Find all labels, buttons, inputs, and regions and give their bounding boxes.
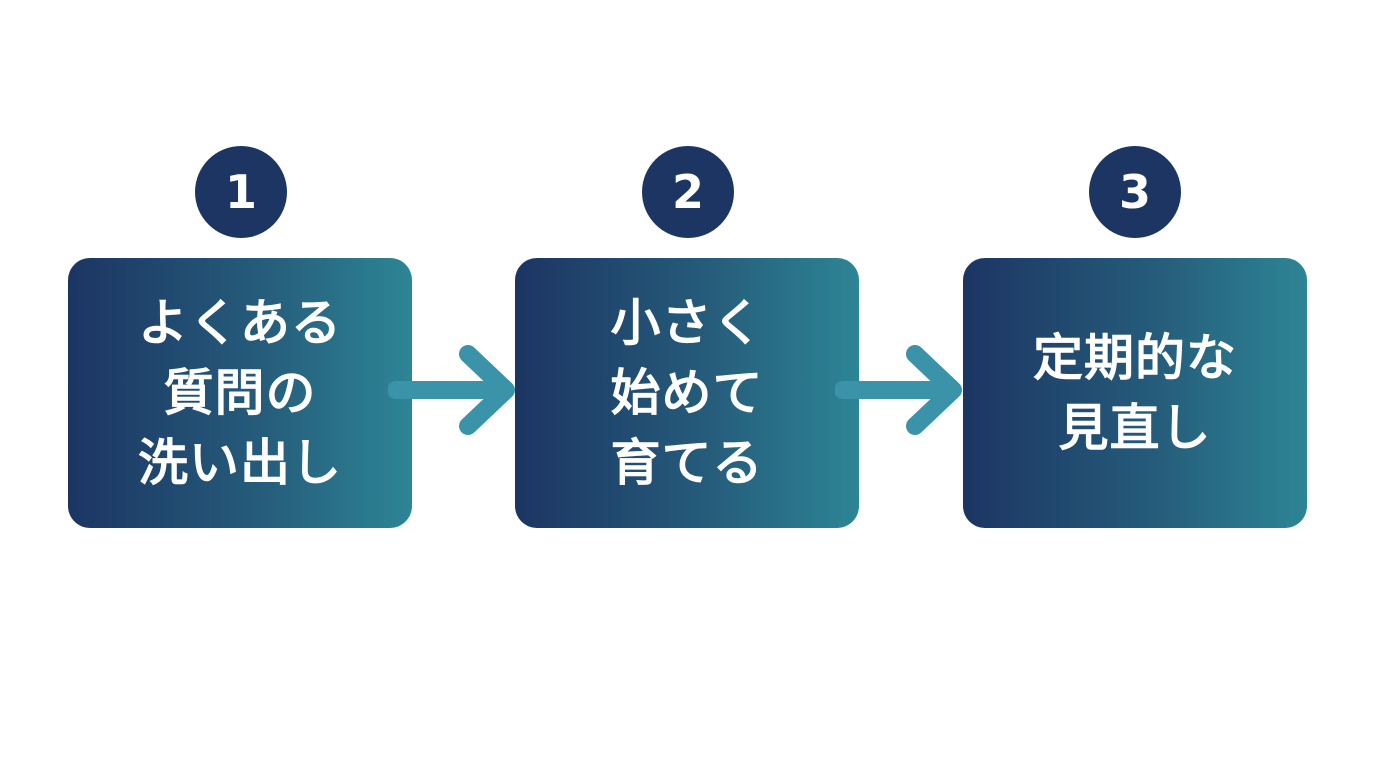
step-1-number-badge: 1 xyxy=(195,146,287,238)
step-1-label: よくある 質問の 洗い出し xyxy=(138,294,342,492)
step-1-box: よくある 質問の 洗い出し xyxy=(68,258,412,528)
arrow-right-icon xyxy=(388,345,515,435)
step-3-label: 定期的な 見直し xyxy=(1033,329,1237,457)
step-2-label: 小さく 始めて 育てる xyxy=(610,294,764,492)
step-3-number-badge: 3 xyxy=(1089,146,1181,238)
step-3-box: 定期的な 見直し xyxy=(963,258,1307,528)
step-2-box: 小さく 始めて 育てる xyxy=(515,258,859,528)
arrow-right-icon xyxy=(835,345,962,435)
step-2-number-badge: 2 xyxy=(642,146,734,238)
